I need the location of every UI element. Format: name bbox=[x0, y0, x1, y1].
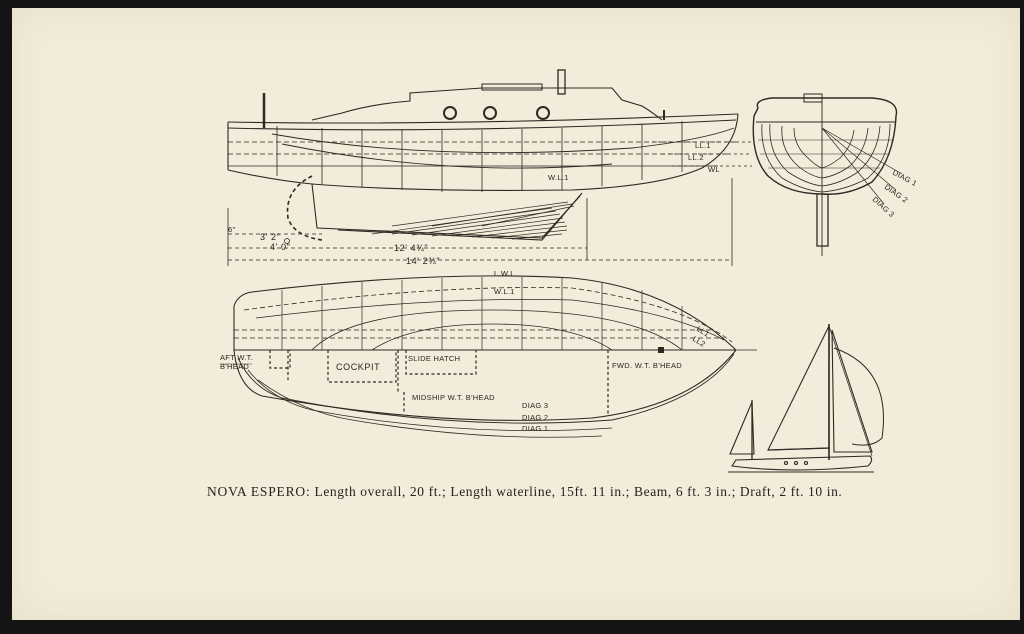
body-plan-label-diag2: DIAG 2 bbox=[883, 182, 910, 205]
profile-dim-6in: 6" bbox=[228, 225, 235, 234]
profile-dim-14ft: 14' 2¾" bbox=[406, 256, 440, 266]
fwd-bulkhead-label: FWD. W.T. B'HEAD bbox=[612, 361, 682, 370]
sail-plan-view bbox=[728, 324, 884, 473]
profile-view bbox=[227, 69, 752, 266]
half-breadth-label-diag2: DIAG 2 bbox=[522, 413, 548, 422]
half-breadth-label-lwl: L.W.L bbox=[494, 269, 515, 278]
profile-dim-12ft: 12' 4¾" bbox=[394, 243, 428, 253]
profile-label-wl1: W.L.1 bbox=[548, 173, 569, 182]
profile-label-ll1: LL.1 bbox=[695, 141, 711, 150]
profile-label-ll2: LL.2 bbox=[688, 153, 704, 162]
body-plan-label-diag1: DIAG 1 bbox=[891, 168, 919, 188]
slide-hatch-label: SLIDE HATCH bbox=[408, 354, 460, 363]
half-breadth-label-diag3: DIAG 3 bbox=[522, 401, 548, 410]
body-plan-view bbox=[752, 93, 903, 256]
aft-bulkhead-label-line1: AFT W.T. bbox=[220, 353, 253, 362]
document-page: LL.1 LL.2 WL W.L.1 6" 3' 2" 4' 0" 12' 4¾… bbox=[12, 8, 1020, 620]
profile-label-wl: WL bbox=[708, 165, 720, 174]
aft-bulkhead-label-line2: B'HEAD bbox=[220, 362, 249, 371]
cockpit-label: COCKPIT bbox=[336, 362, 380, 372]
caption-title: NOVA ESPERO: bbox=[207, 484, 311, 499]
profile-dim-4ft0in: 4' 0" bbox=[270, 242, 290, 252]
caption-text: Length overall, 20 ft.; Length waterline… bbox=[314, 484, 843, 499]
body-plan-label-diag3: DIAG 3 bbox=[871, 195, 897, 219]
lines-plan-drawing: LL.1 LL.2 WL W.L.1 6" 3' 2" 4' 0" 12' 4¾… bbox=[220, 69, 919, 473]
figure-caption: NOVA ESPERO: Length overall, 20 ft.; Len… bbox=[207, 484, 967, 500]
half-breadth-label-diag1: DIAG 1 bbox=[522, 424, 548, 433]
profile-dim-3ft2in: 3' 2" bbox=[260, 232, 280, 242]
half-breadth-view bbox=[220, 275, 757, 438]
half-breadth-label-wl1: W.L.1 bbox=[494, 287, 515, 296]
midship-bulkhead-label: MIDSHIP W.T. B'HEAD bbox=[412, 393, 495, 402]
